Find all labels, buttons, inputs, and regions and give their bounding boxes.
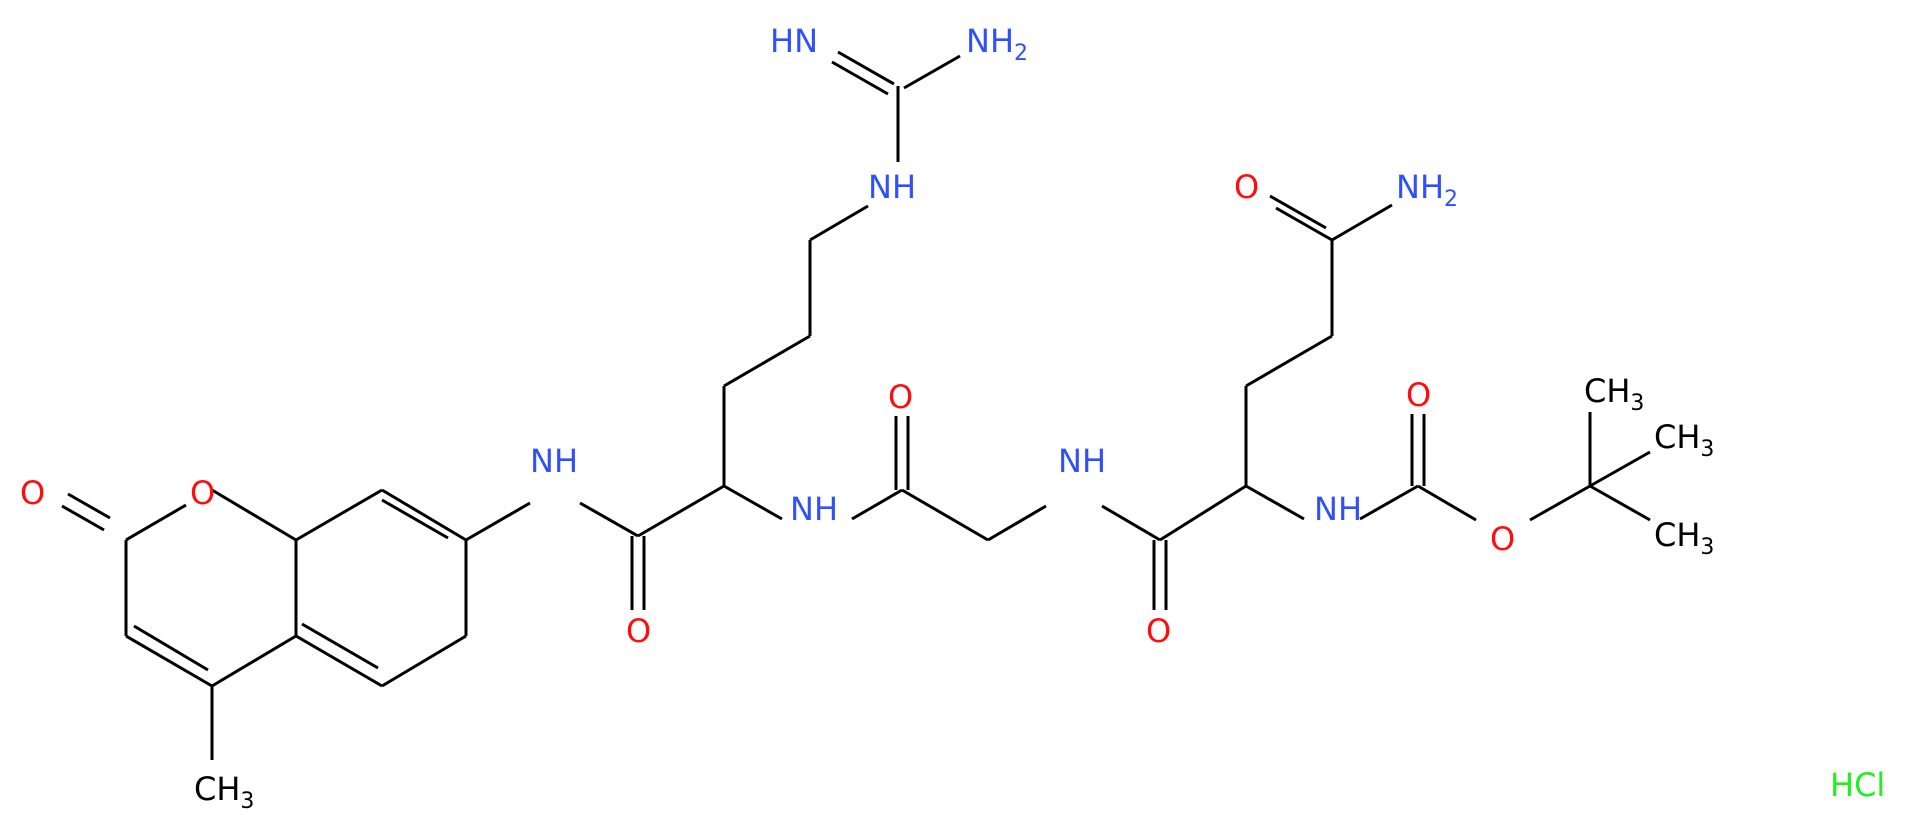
guanidine-amine-label: NH2: [966, 22, 1028, 66]
bond: [831, 60, 889, 96]
glutamine-carbonyl-o-label: O: [1146, 612, 1171, 650]
bond: [301, 622, 379, 670]
methyl-c-label: CH3: [1654, 516, 1714, 560]
hcl-label: HCl: [1830, 766, 1885, 804]
bond: [637, 484, 725, 538]
bond: [901, 488, 989, 542]
glycine-nh-label: NH: [1058, 442, 1106, 480]
glycine-carbonyl-o-label: O: [888, 378, 913, 416]
bond: [67, 492, 111, 520]
bond: [809, 204, 869, 242]
arginine-nh-label: NH: [790, 490, 838, 528]
arginine-carbonyl-o-label: O: [626, 612, 651, 650]
bond: [125, 503, 187, 542]
bond: [851, 488, 903, 521]
bond: [723, 484, 783, 521]
bond: [1529, 484, 1591, 522]
bond: [61, 504, 105, 532]
bond: [1245, 484, 1305, 521]
bond: [1589, 484, 1651, 522]
glutamine-nh-label: NH: [1314, 490, 1362, 528]
bond: [903, 54, 961, 90]
atom-labels: HN NH2 NH O NH2 O O CH3 CH3 CH3 NH O O N…: [20, 22, 1885, 814]
bond: [1417, 484, 1477, 522]
coumarin-ring-o-label: O: [190, 474, 215, 512]
bond: [133, 624, 209, 672]
guanidine-nh-label: NH: [868, 168, 916, 206]
amide-carbonyl-o-label: O: [1234, 168, 1259, 206]
bond: [211, 634, 297, 688]
bond: [1159, 484, 1247, 542]
bond: [1245, 334, 1333, 388]
bond: [465, 501, 531, 542]
coumarin-nh-label: NH: [530, 442, 578, 480]
methyl-b-label: CH3: [1654, 418, 1714, 462]
bond: [1269, 194, 1327, 230]
coumarin-methyl-label: CH3: [194, 770, 254, 814]
bond: [381, 488, 467, 542]
bond: [1331, 203, 1393, 242]
bond: [125, 634, 213, 688]
boc-ester-o-label: O: [1490, 520, 1515, 558]
guanidine-imine-label: HN: [770, 22, 818, 60]
bond: [1589, 450, 1651, 488]
amide-nh2-label: NH2: [1396, 168, 1458, 212]
bond: [723, 334, 811, 388]
bond: [381, 498, 449, 540]
boc-carbonyl-o-label: O: [1406, 376, 1431, 414]
bond: [295, 488, 383, 542]
bond: [211, 488, 297, 542]
bonds: [61, 50, 1651, 760]
bond: [1359, 484, 1419, 521]
bond: [295, 634, 383, 688]
coumarin-exo-o-label: O: [20, 474, 45, 512]
methyl-a-label: CH3: [1584, 372, 1644, 416]
bond: [837, 50, 895, 86]
bond: [381, 634, 467, 688]
bond: [987, 504, 1047, 542]
bond: [1275, 206, 1333, 242]
bond: [1101, 504, 1161, 542]
bond: [579, 501, 639, 538]
